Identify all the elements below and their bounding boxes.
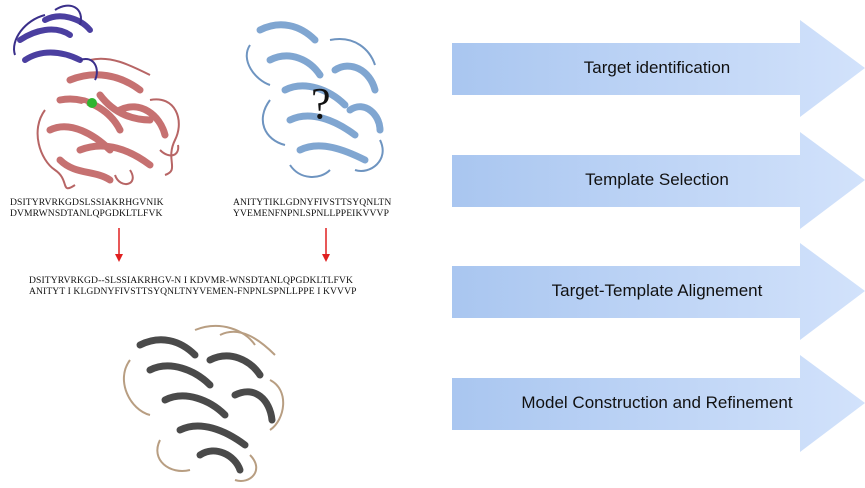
target-protein-structure bbox=[245, 21, 384, 178]
target-sequence-line: ANITYTIKLGDNYFIVSTTSYQNLTN bbox=[233, 197, 392, 208]
unknown-structure-mark: ? bbox=[311, 79, 331, 128]
step-arrow-4 bbox=[452, 355, 865, 452]
alignment-line: ANITYT I KLGDNYFIVSTTSYQNLTNYVEMEN-FNPNL… bbox=[29, 286, 357, 297]
alignment-line: DSITYRVRKGD--SLSSIAKRHGV-N I KDVMR-WNSDT… bbox=[29, 275, 354, 286]
step-arrow-1 bbox=[452, 20, 865, 117]
target-sequence-line: YVEMENFNPNLSPNLLPPEIKVVVP bbox=[233, 208, 390, 219]
step-arrow-2 bbox=[452, 132, 865, 229]
step-label-model-construction: Model Construction and Refinement bbox=[521, 393, 793, 412]
template-protein-structure bbox=[13, 4, 180, 190]
sequence-alignment: DSITYRVRKGD--SLSSIAKRHGV-N I KDVMR-WNSDT… bbox=[29, 275, 357, 297]
template-sequence-line: DSITYRVRKGDSLSSIAKRHGVNIK bbox=[10, 197, 164, 208]
template-sequence-line: DVMRWNSDTANLQPGDKLTLFVK bbox=[10, 208, 163, 219]
down-arrow-left bbox=[115, 228, 123, 262]
down-arrow-right bbox=[322, 228, 330, 262]
step-label-target-template-alignment: Target-Template Alignement bbox=[551, 281, 763, 300]
step-arrow-3 bbox=[452, 243, 865, 340]
template-sequence: DSITYRVRKGDSLSSIAKRHGVNIK DVMRWNSDTANLQP… bbox=[10, 197, 164, 219]
step-label-target-identification: Target identification bbox=[583, 58, 731, 77]
step-label-template-selection: Template Selection bbox=[585, 170, 729, 189]
target-sequence: ANITYTIKLGDNYFIVSTTSYQNLTN YVEMENFNPNLSP… bbox=[233, 197, 391, 219]
model-protein-structure bbox=[123, 325, 285, 482]
